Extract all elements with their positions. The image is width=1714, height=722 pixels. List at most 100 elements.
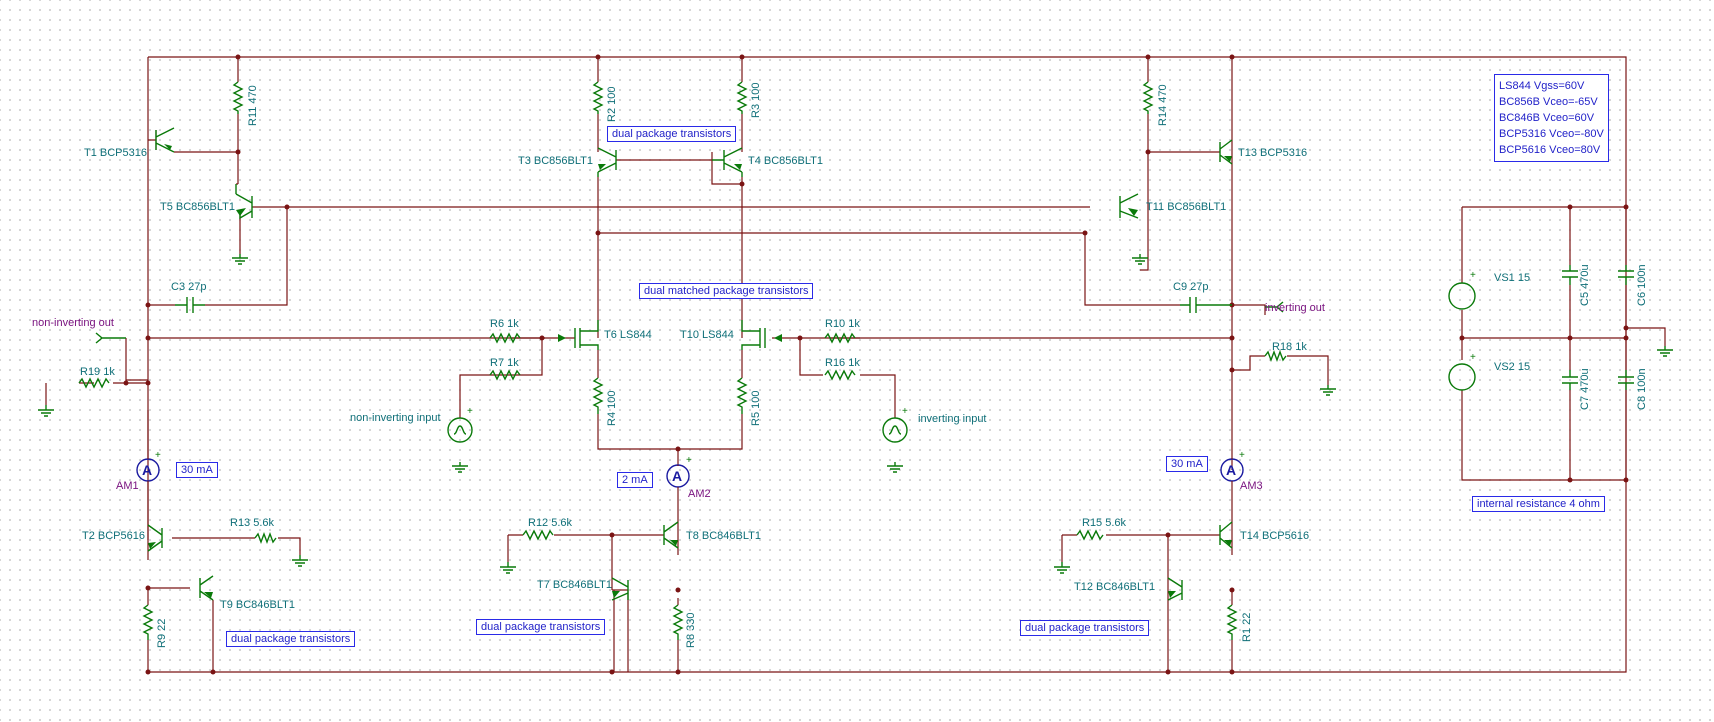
resistor-R8 — [672, 604, 684, 640]
annotation-am2-current: 2 mA — [617, 472, 653, 488]
annotation-am3-current: 30 mA — [1166, 456, 1208, 472]
plus-mark: + — [467, 406, 473, 417]
label-R5: R5 100 — [750, 391, 762, 426]
ground-symbol — [1320, 385, 1336, 396]
port-inv-input: inverting input — [918, 413, 987, 425]
label-T13: T13 BCP5316 — [1238, 147, 1307, 159]
label-R1: R1 22 — [1241, 613, 1253, 642]
label-T6: T6 LS844 — [604, 329, 652, 341]
label-T1: T1 BCP5316 — [84, 147, 147, 159]
voltage-sources — [447, 282, 1476, 443]
capacitor-C6 — [1618, 265, 1634, 285]
ground-symbol — [1657, 346, 1673, 357]
capacitor-C5 — [1562, 265, 1578, 285]
label-R2: R2 100 — [606, 87, 618, 122]
device-ratings-note: LS844 Vgss=60V BC856B Vceo=-65V BC846B V… — [1494, 74, 1609, 162]
annotation-am1-current: 30 mA — [176, 462, 218, 478]
label-R12: R12 5.6k — [528, 517, 573, 529]
transistor-T10 — [741, 320, 766, 350]
label-T10: T10 LS844 — [680, 329, 734, 341]
label-R9: R9 22 — [156, 619, 168, 648]
plus-mark: + — [1239, 450, 1245, 461]
ground-symbol — [292, 555, 308, 567]
resistor-R4 — [592, 377, 604, 414]
label-R10: R10 1k — [825, 318, 860, 330]
signal-source-inv — [882, 417, 908, 443]
transistor-arrows — [148, 144, 1232, 598]
label-VS1: VS1 15 — [1494, 272, 1530, 284]
label-T3: T3 BC856BLT1 — [518, 155, 593, 167]
rating-line: BC856B Vceo=-65V — [1499, 96, 1598, 108]
transistors — [147, 127, 1233, 601]
label-VS2: VS2 15 — [1494, 361, 1530, 373]
port-labels: non-inverting out inverting out AM1 AM2 … — [32, 302, 1325, 500]
label-C5: C5 470u — [1579, 264, 1591, 306]
ground-symbols — [38, 254, 1673, 574]
rating-line: LS844 Vgss=60V — [1499, 80, 1585, 92]
ground-symbol — [1132, 254, 1148, 265]
voltage-source-VS2 — [1448, 363, 1476, 391]
annotation-dual-t12: dual package transistors — [1020, 620, 1150, 636]
transistor-T13 — [1219, 139, 1233, 165]
transistor-T5 — [235, 184, 253, 220]
port-arrow-inv-out — [1265, 301, 1284, 313]
ammeter-symbol: A — [672, 468, 682, 484]
ammeter-symbol: A — [142, 462, 152, 478]
resistor-R15 — [1076, 529, 1104, 541]
label-R8: R8 330 — [685, 613, 697, 648]
capacitor-C9 — [1180, 297, 1232, 313]
component-labels: T1 BCP5316 T5 BC856BLT1 R11 470 C3 27p R… — [80, 83, 1648, 648]
transistor-T4 — [712, 147, 743, 177]
label-T2: T2 BCP5616 — [82, 530, 145, 542]
transistor-T3 — [597, 147, 617, 177]
label-T5: T5 BC856BLT1 — [160, 201, 235, 213]
plus-mark: + — [686, 455, 692, 466]
port-arrow-noninv-out — [95, 332, 126, 344]
plus-mark: + — [1470, 270, 1476, 281]
resistor-R6 — [489, 332, 521, 344]
annotation-dual-top: dual package transistors — [607, 126, 737, 142]
junctions — [123, 54, 1629, 675]
signal-source-noninv — [447, 417, 473, 443]
transistor-T1 — [155, 127, 175, 153]
voltage-source-VS1 — [1448, 282, 1476, 310]
ground-symbol — [452, 462, 468, 473]
transistor-T6 — [574, 320, 599, 350]
transistor-T11 — [1119, 193, 1139, 219]
label-T9: T9 BC846BLT1 — [220, 599, 295, 611]
ground-symbol — [500, 562, 516, 574]
ground-symbol — [1054, 562, 1070, 574]
transistor-T7 — [611, 577, 629, 601]
label-C7: C7 470u — [1579, 368, 1591, 410]
label-R4: R4 100 — [606, 391, 618, 426]
ground-symbol — [38, 405, 54, 417]
port-noninv-out: non-inverting out — [32, 317, 114, 329]
label-C3: C3 27p — [171, 281, 206, 293]
plus-mark: + — [1470, 352, 1476, 363]
label-T14: T14 BCP5616 — [1240, 530, 1309, 542]
ammeter-symbol: A — [1226, 462, 1236, 478]
transistor-T8 — [663, 521, 679, 549]
resistor-R7 — [489, 369, 521, 381]
rating-line: BC846B Vceo=60V — [1499, 112, 1595, 124]
resistor-R11 — [232, 81, 244, 114]
meter-symbols: A A A + + + + + + + — [142, 270, 1476, 484]
label-C8: C8 100n — [1636, 368, 1648, 410]
rating-line: BCP5616 Vceo=80V — [1499, 144, 1601, 156]
label-T7: T7 BC846BLT1 — [537, 579, 612, 591]
annotation-dual-t7: dual package transistors — [476, 619, 606, 635]
label-R16: R16 1k — [825, 357, 860, 369]
plus-mark: + — [902, 406, 908, 417]
label-R6: R6 1k — [490, 318, 519, 330]
capacitor-C7 — [1562, 370, 1578, 390]
ground-symbol — [232, 254, 248, 265]
label-T8: T8 BC846BLT1 — [686, 530, 761, 542]
resistor-R9 — [142, 604, 154, 640]
resistor-R16 — [824, 369, 856, 381]
resistor-R12 — [522, 529, 554, 541]
resistor-R5 — [736, 377, 748, 414]
resistor-R19 — [78, 377, 110, 389]
annotation-internal-resistance: internal resistance 4 ohm — [1472, 496, 1605, 512]
transistor-T9 — [199, 575, 214, 601]
resistor-R10 — [824, 332, 856, 344]
